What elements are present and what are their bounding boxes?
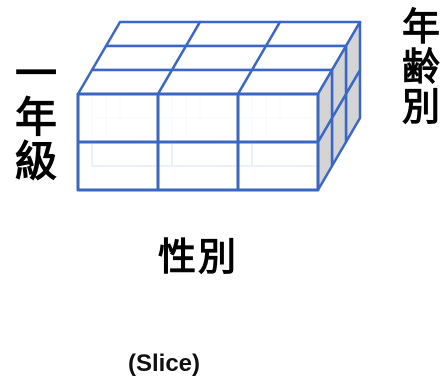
- left-label-char-3: 級: [14, 137, 57, 187]
- left-label-char-2: 年: [14, 93, 57, 143]
- front-cell: [156, 140, 240, 192]
- right-label-char-2: 齢: [401, 44, 440, 89]
- top-cell: [184, 20, 282, 48]
- top-cell: [76, 68, 174, 96]
- front-cell: [236, 140, 320, 192]
- left-label-char-1: 一: [14, 49, 57, 98]
- top-cell: [104, 20, 202, 48]
- front-cell: [76, 140, 160, 192]
- top-cell: [156, 68, 254, 96]
- right-label-char-3: 別: [401, 84, 440, 129]
- slice-caption: (Slice): [128, 350, 201, 377]
- right-label-char-1: 年: [401, 5, 440, 49]
- top-cell: [264, 20, 362, 48]
- top-cell: [250, 44, 348, 72]
- left-axis-label: 一 年 級: [12, 49, 60, 187]
- top-cell: [170, 44, 268, 72]
- front-cell: [156, 92, 240, 144]
- front-cell: [76, 92, 160, 144]
- top-cell: [90, 44, 188, 72]
- front-cell: [236, 92, 320, 144]
- top-cell: [236, 68, 334, 96]
- right-axis-label: 年 齢 別: [399, 5, 443, 129]
- bottom-axis-label: 性別: [158, 235, 239, 279]
